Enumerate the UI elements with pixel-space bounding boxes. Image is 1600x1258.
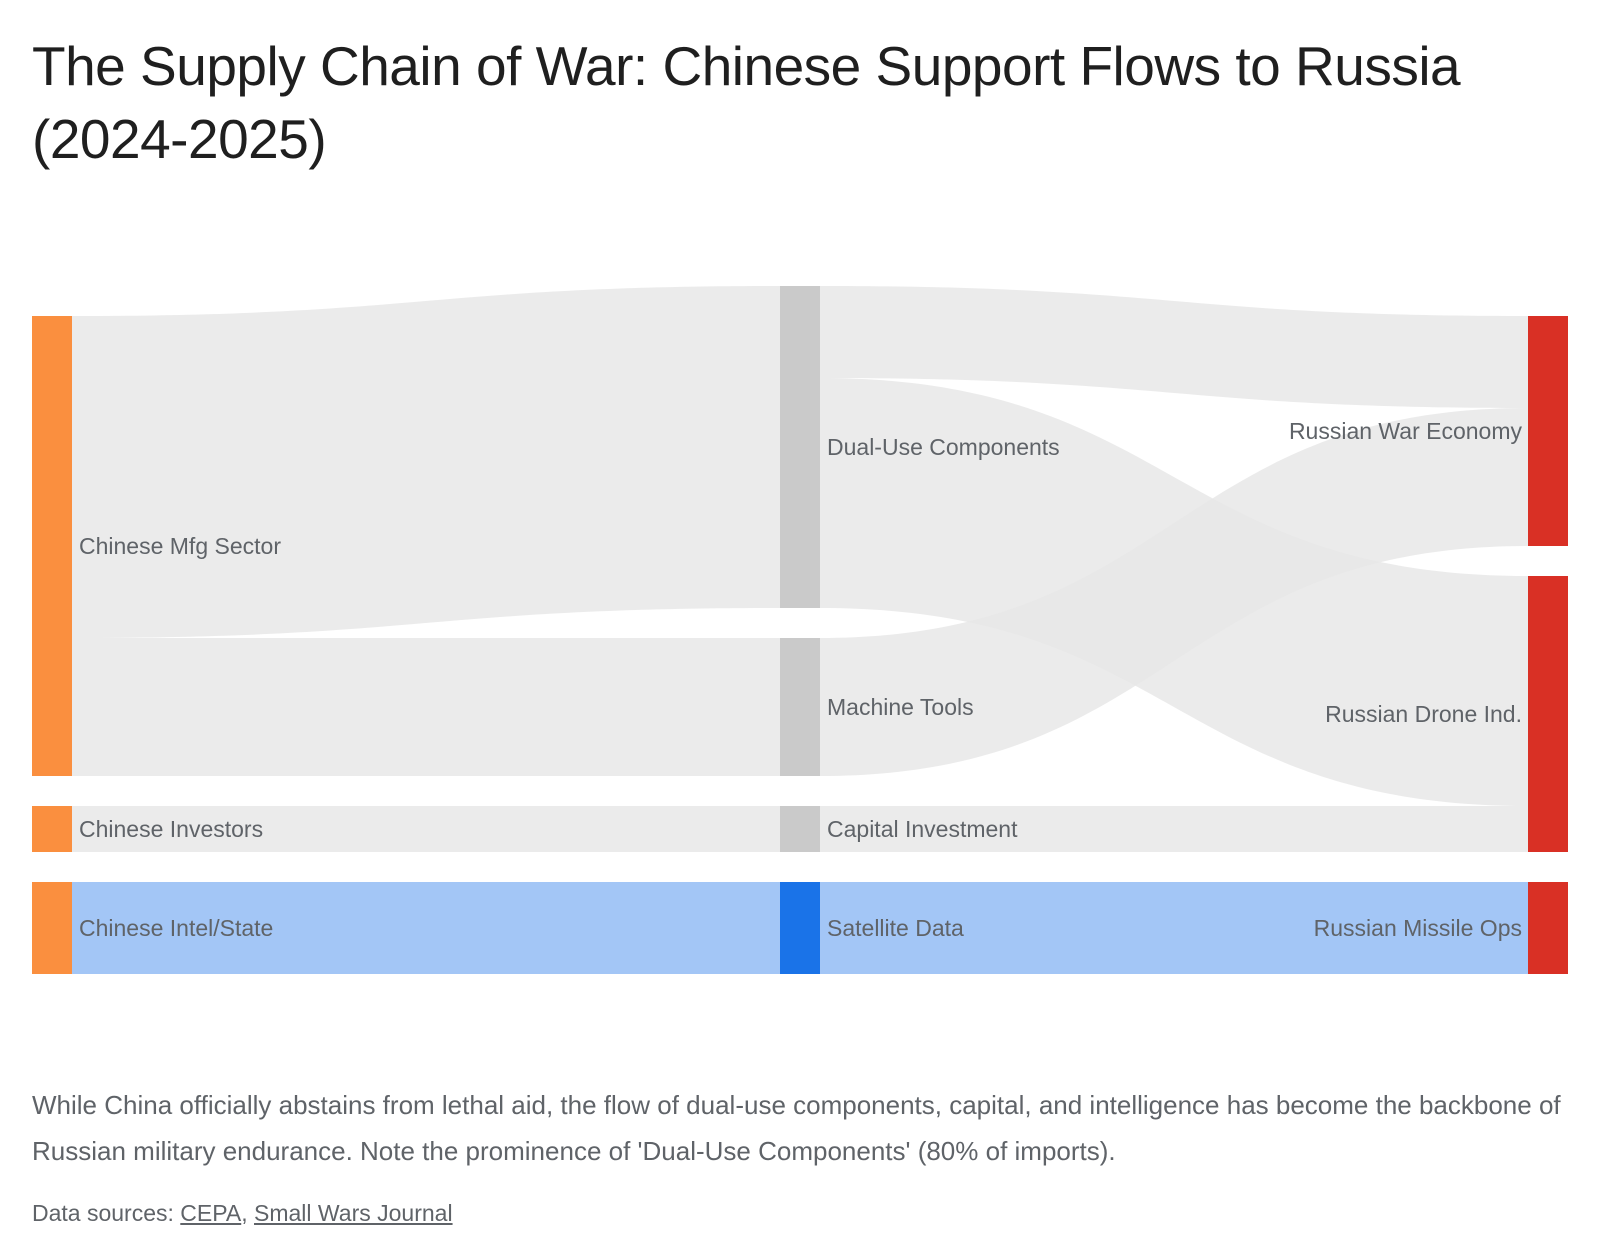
link-cap-to-drone — [820, 806, 1528, 852]
node-label-war: Russian War Economy — [1289, 418, 1523, 444]
node-mfg — [32, 316, 72, 776]
sources-prefix: Data sources: — [32, 1200, 181, 1226]
node-label-drone: Russian Drone Ind. — [1325, 701, 1522, 727]
link-inv-to-cap — [72, 806, 780, 852]
node-label-mt: Machine Tools — [827, 694, 974, 720]
node-label-cap: Capital Investment — [827, 816, 1018, 842]
node-label-mfg: Chinese Mfg Sector — [79, 533, 281, 559]
chart-title: The Supply Chain of War: Chinese Support… — [32, 35, 1461, 170]
node-war — [1528, 316, 1568, 546]
sources-separator: , — [241, 1200, 255, 1226]
node-label-inv: Chinese Investors — [79, 816, 263, 842]
node-intel — [32, 882, 72, 974]
node-drone — [1528, 576, 1568, 852]
link-intel-to-sat — [72, 882, 780, 974]
link-sat-to-missile — [820, 882, 1528, 974]
node-du — [780, 286, 820, 608]
source-link-small-wars-journal[interactable]: Small Wars Journal — [254, 1200, 453, 1226]
link-mt-to-war — [820, 408, 1528, 776]
node-label-sat: Satellite Data — [827, 915, 964, 941]
sankey-nodes — [32, 286, 1568, 974]
node-label-du: Dual-Use Components — [827, 434, 1060, 460]
node-label-intel: Chinese Intel/State — [79, 915, 273, 941]
link-du-to-war — [820, 286, 1528, 408]
node-missile — [1528, 882, 1568, 974]
link-mfg-to-du — [72, 286, 780, 638]
sankey-links — [72, 286, 1528, 974]
chart-caption: While China officially abstains from let… — [32, 1090, 1561, 1166]
node-label-missile: Russian Missile Ops — [1314, 915, 1522, 941]
data-sources: Data sources: CEPA, Small Wars Journal — [32, 1200, 453, 1227]
link-mfg-to-mt — [72, 638, 780, 776]
node-cap — [780, 806, 820, 852]
node-inv — [32, 806, 72, 852]
node-sat — [780, 882, 820, 974]
node-mt — [780, 638, 820, 776]
source-link-cepa[interactable]: CEPA — [180, 1200, 242, 1226]
